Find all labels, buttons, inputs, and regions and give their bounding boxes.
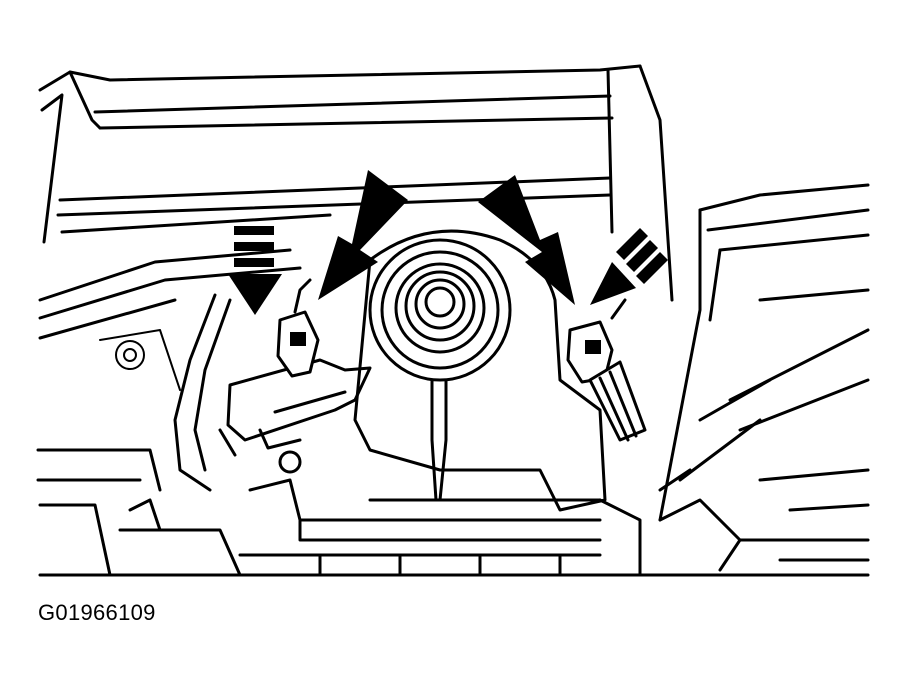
dashed-arrow-right-bar-3 xyxy=(636,252,668,284)
upper-body-panels xyxy=(38,64,674,302)
dashed-arrow-left-bar-1 xyxy=(234,226,274,235)
lower-components xyxy=(38,450,870,577)
solid-arrows xyxy=(318,170,575,305)
left-panel-area xyxy=(36,248,302,577)
dashed-arrow-right-bar-2 xyxy=(626,240,658,272)
dashed-arrow-right-bar-1 xyxy=(616,228,648,260)
figure-code: G01966109 xyxy=(38,600,156,625)
dashed-arrow-left-bar-3 xyxy=(234,258,274,267)
dashed-arrows xyxy=(228,226,668,315)
dashed-arrow-right-head xyxy=(590,262,636,305)
left-sensor xyxy=(218,278,372,457)
right-sensor xyxy=(566,298,647,442)
dashed-arrow-left-bar-2 xyxy=(234,242,274,251)
right-side-structures xyxy=(658,183,870,572)
solid-arrow-left xyxy=(318,170,408,300)
dashed-arrow-left-head xyxy=(228,274,282,315)
center-pulley xyxy=(298,229,607,542)
solid-arrow-right xyxy=(478,175,575,305)
